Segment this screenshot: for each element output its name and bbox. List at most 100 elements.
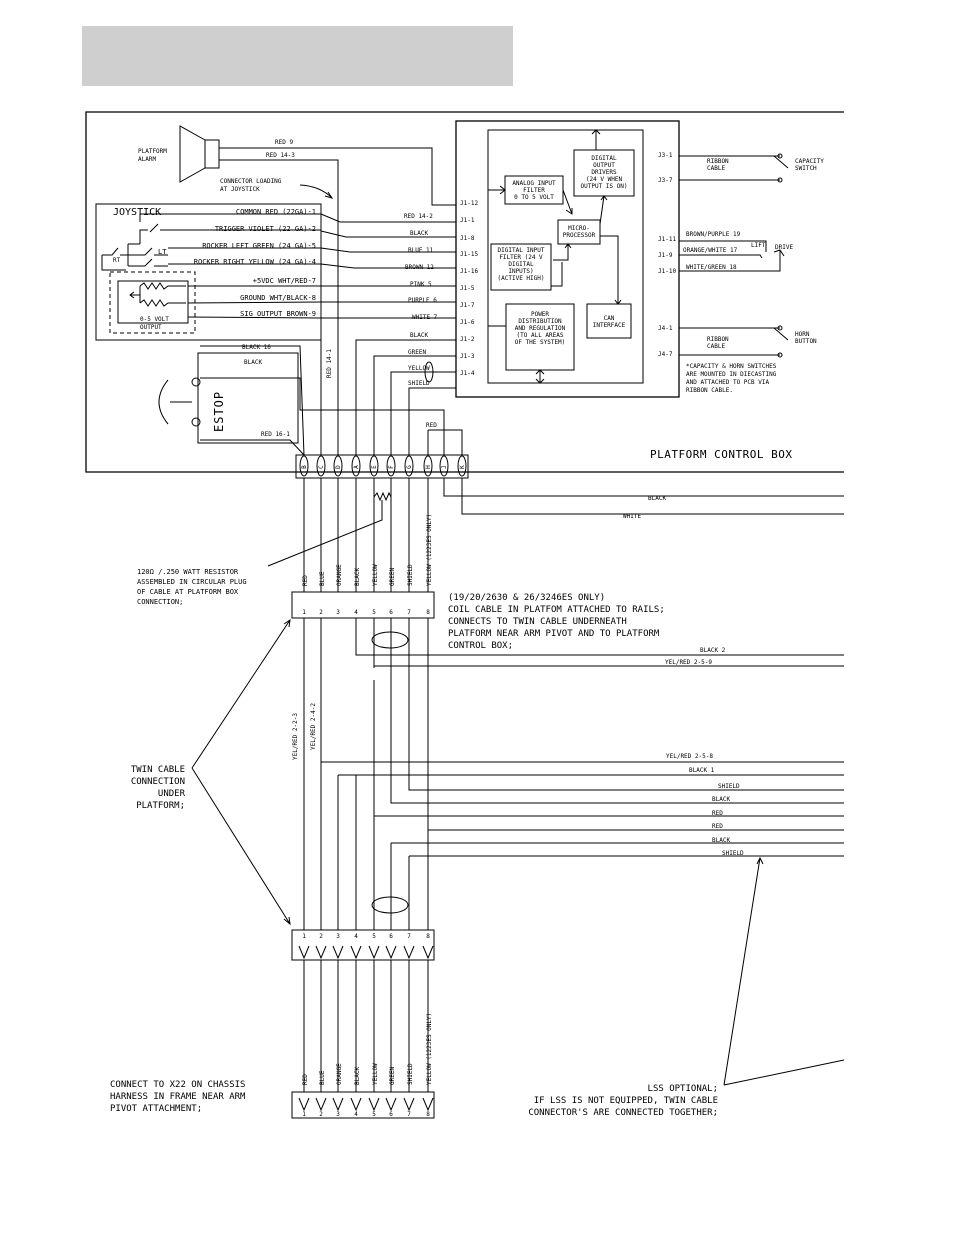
wire-twin-to-chassis xyxy=(368,945,380,1092)
capacity-note: AND ATTACHED TO PCB VIA xyxy=(686,379,769,386)
plug-pin xyxy=(386,455,396,477)
coil-wire-color: RED xyxy=(302,575,309,586)
wire-label-red-jumper: RED xyxy=(426,422,437,429)
wire-label-red143: RED 14-3 xyxy=(266,152,295,159)
digital-input-label: (ACTIVE HIGH) xyxy=(498,275,545,282)
estop-button-icon xyxy=(158,377,201,427)
wire-twin-to-chassis xyxy=(422,945,434,1092)
coil-wire-color: BLUE xyxy=(319,571,326,586)
joystick-switches-icon xyxy=(101,223,168,271)
j1-pin-label: J1-3 xyxy=(460,353,475,360)
coil-wire-color: ORANGE xyxy=(336,564,343,586)
digital-input-label: FILTER (24 V xyxy=(499,254,543,261)
pcb-module xyxy=(455,120,680,398)
wire-twin-to-chassis xyxy=(350,945,362,1092)
chassis-wire-color: YELLOW (1223ES ONLY) xyxy=(426,1013,433,1085)
plug-pin-letter: J xyxy=(441,465,448,469)
j1-pin-label: J1-1 xyxy=(460,217,475,224)
plug-pin-letter: H xyxy=(425,465,432,469)
coil-cable-note: COIL CABLE IN PLATFOM ATTACHED TO RAILS; xyxy=(448,605,665,615)
j1-pin-label: J1-5 xyxy=(460,285,475,292)
twin-pin-number: 2 xyxy=(319,933,323,940)
twin-wire-label: RED xyxy=(712,810,723,817)
digital-output-label: (24 V WHEN xyxy=(586,176,623,183)
potentiometer-icon xyxy=(129,282,186,307)
wire-twin-to-chassis xyxy=(298,945,310,1092)
resistor-note: 120Ω /.250 WATT RESISTOR xyxy=(137,568,239,576)
j1-wire-label: SHIELD xyxy=(408,380,430,387)
j1-pin-label: J1-2 xyxy=(460,336,475,343)
chassis-wire-color: ORANGE xyxy=(336,1063,343,1085)
j1-wire-label: PINK 5 xyxy=(410,281,432,288)
resistor-note: ASSEMBLED IN CIRCULAR PLUG xyxy=(137,578,247,586)
twin-cable-label: PLATFORM; xyxy=(136,801,185,811)
chassis-pin-number: 6 xyxy=(389,1111,393,1118)
j1-wire-label: BROWN 12 xyxy=(405,264,434,271)
lt-label: LT xyxy=(158,248,167,256)
header-bar xyxy=(82,26,513,86)
wire-label-yelred242: YEL/RED 2-4-2 xyxy=(310,703,317,750)
resistor-icon xyxy=(373,491,392,502)
wire-label-black16: BLACK 16 xyxy=(242,344,271,351)
twin-pin-number: 7 xyxy=(407,933,411,940)
wire-label-black: BLACK xyxy=(244,359,262,366)
twin-cable-label: TWIN CABLE xyxy=(131,765,185,775)
coil-pin-number: 3 xyxy=(336,609,340,616)
coil-connector xyxy=(291,591,435,619)
j1-wire-label: YELLOW xyxy=(408,365,430,372)
coil-wire-color: SHIELD xyxy=(407,564,414,586)
twin-cable-label: CONNECTION xyxy=(131,777,185,787)
coil-pin-number: 7 xyxy=(407,609,411,616)
capacity-note: *CAPACITY & HORN SWITCHES xyxy=(686,363,777,370)
wire-twin-to-chassis xyxy=(403,945,415,1092)
wire-label-brown-purple: BROWN/PURPLE 19 xyxy=(686,231,741,238)
capacity-switch-label: SWITCH xyxy=(795,165,817,172)
wire-label-yelred259: YEL/RED 2-5-9 xyxy=(665,659,712,666)
pot-output-label: 0-5 VOLT xyxy=(140,316,169,323)
wire-label-yelred223: YEL/RED 2-2-3 xyxy=(292,713,299,760)
j1-pin-label: J1-7 xyxy=(460,302,475,309)
coil-cable-note: CONTROL BOX; xyxy=(448,641,513,651)
microprocessor-box xyxy=(557,219,601,245)
chassis-connector xyxy=(291,1091,435,1119)
ribbon-cable-label: RIBBON xyxy=(707,158,729,165)
estop-label: ESTOP xyxy=(212,391,226,432)
capacity-note: RIBBON CABLE. xyxy=(686,387,733,394)
j-right-pin-label: J1-9 xyxy=(658,252,673,259)
pcb-inner xyxy=(487,129,644,384)
ribbon-cable-label: RIBBON xyxy=(707,336,729,343)
can-interface-label: CAN xyxy=(604,315,615,322)
platform-control-box-label: PLATFORM CONTROL BOX xyxy=(650,448,792,461)
plug-pin-letter: E xyxy=(371,465,378,469)
digital-input-label: DIGITAL INPUT xyxy=(498,247,545,254)
capacity-note: ARE MOUNTED IN DIECASTING xyxy=(686,371,777,378)
chassis-pin-arrow xyxy=(298,1097,310,1112)
j1-wire-label: RED 14-2 xyxy=(404,213,433,220)
j1-pin-label: J1-6 xyxy=(460,319,475,326)
joystick-pin-label: ROCKER LEFT GREEN (24 GA)-5 xyxy=(202,242,316,250)
wire-label-black2: BLACK 2 xyxy=(700,647,726,654)
j1-wire-label: WHITE 7 xyxy=(412,314,438,321)
joystick-pin-label: COMMON RED (22GA)-1 xyxy=(236,208,316,216)
chassis-wire-color: RED xyxy=(302,1074,309,1085)
horn-button-label: HORN xyxy=(795,331,810,338)
plug-pin-letter: A xyxy=(353,465,360,469)
platform-alarm-label: ALARM xyxy=(138,156,156,163)
j1-pin-label: J1-12 xyxy=(460,200,478,207)
coil-cable-note: PLATFORM NEAR ARM PIVOT AND TO PLATFORM xyxy=(448,629,660,639)
chassis-pin-arrow xyxy=(385,1097,397,1112)
chassis-pin-arrow xyxy=(332,1097,344,1112)
twin-pin-number: 3 xyxy=(336,933,340,940)
j-right-pin-label: J4-7 xyxy=(658,351,673,358)
wire-label-white-green: WHITE/GREEN 18 xyxy=(686,264,737,271)
wire-label-black-right: BLACK xyxy=(648,495,666,502)
pot-output-label: OUTPUT xyxy=(140,324,162,331)
capacity-switch-label: CAPACITY xyxy=(795,158,824,165)
connect-x22-note: CONNECT TO X22 ON CHASSIS xyxy=(110,1080,245,1090)
ribbon-cable-label: CABLE xyxy=(707,165,725,172)
chassis-pin-number: 5 xyxy=(372,1111,376,1118)
drive-label: DRIVE xyxy=(775,244,793,251)
digital-output-label: OUTPUT IS ON) xyxy=(581,183,628,190)
wire-label-yelred258: YEL/RED 2-5-8 xyxy=(666,753,713,760)
plug-pin xyxy=(439,455,449,477)
